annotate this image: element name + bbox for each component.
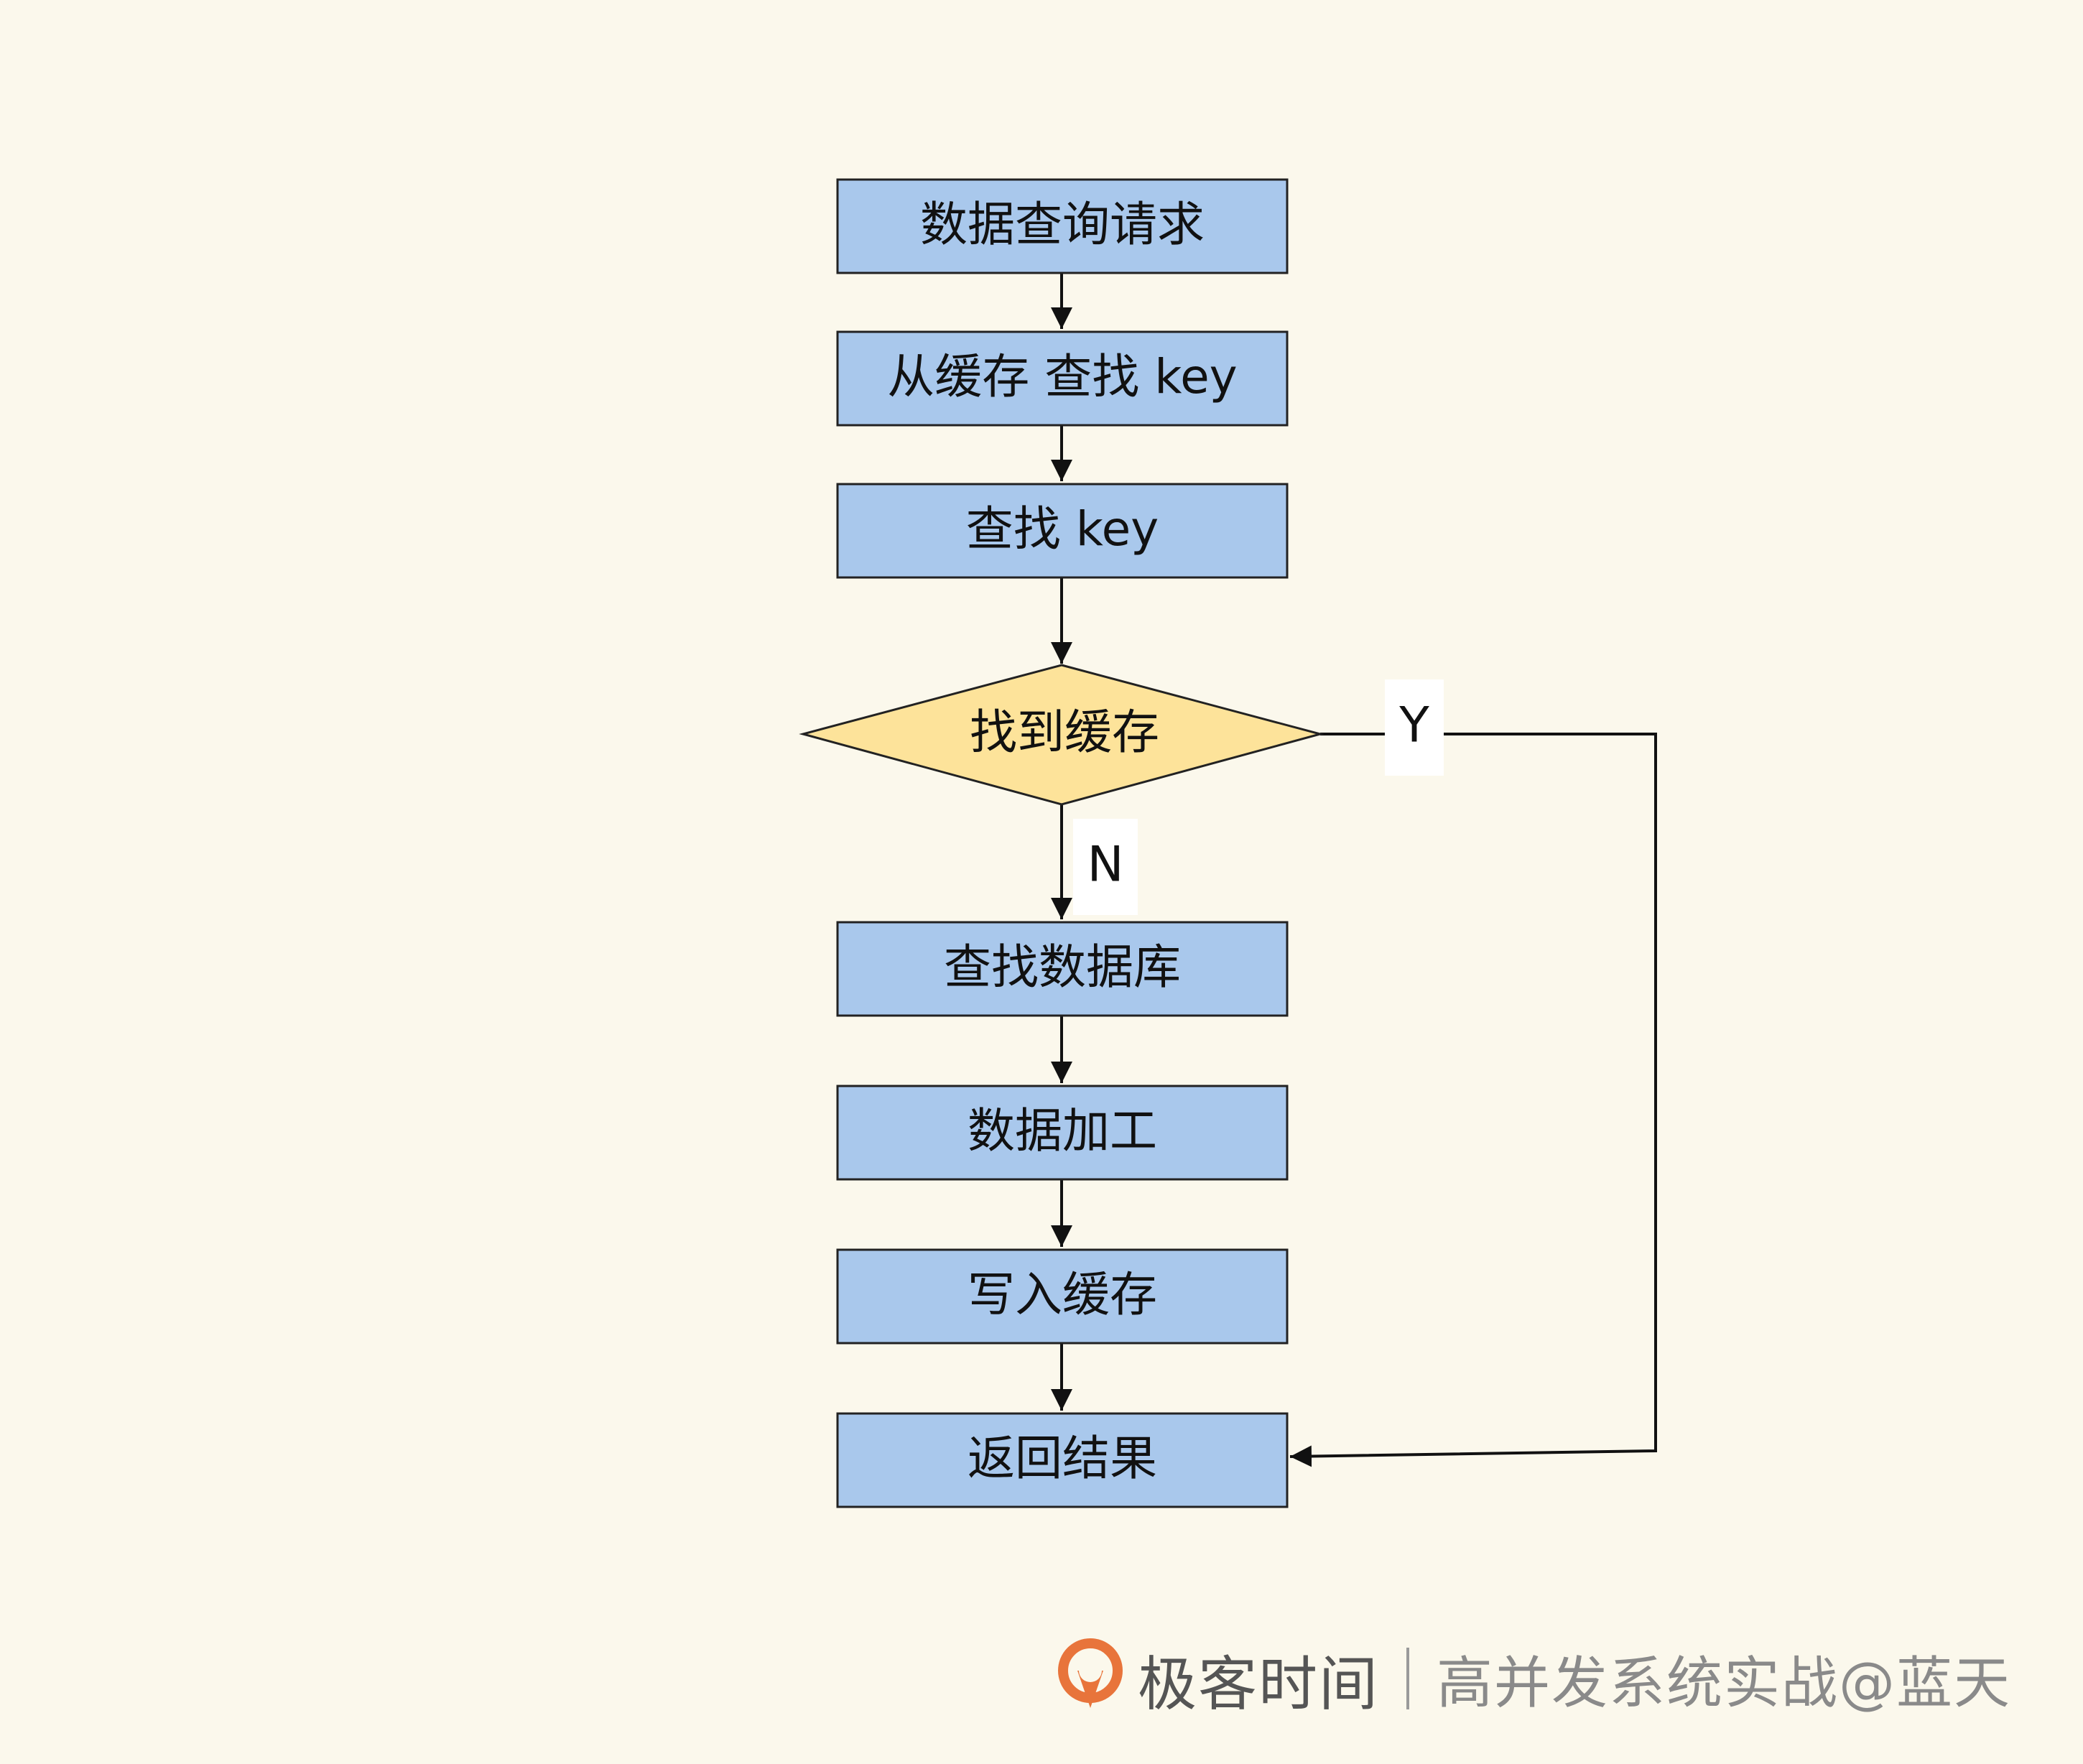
node-label-request: 数据查询请求 [920,197,1205,252]
footer-watermark: 极客时间 高并发系统实战@蓝天 [1056,1632,2011,1725]
footer-subtitle: 高并发系统实战@蓝天 [1437,1651,2012,1716]
process-node-process-data: 数据加工 [836,1085,1289,1181]
node-label-process-data: 数据加工 [968,1103,1157,1159]
edge-label-yes: Y [1385,679,1444,776]
edge-label-no: N [1073,819,1138,915]
node-label-db-lookup: 查找数据库 [944,939,1181,995]
footer-divider [1406,1648,1410,1709]
node-label-write-cache: 写入缓存 [968,1267,1157,1322]
process-node-return-result: 返回结果 [836,1412,1289,1508]
process-node-cache-lookup: 从缓存 查找 key [836,330,1289,427]
edge-label-yes-text: Y [1398,697,1429,754]
node-label-find-key: 查找 key [966,501,1159,557]
process-node-write-cache: 写入缓存 [836,1248,1289,1345]
node-label-cache-found: 找到缓存 [970,705,1159,760]
node-label-return-result: 返回结果 [968,1431,1157,1486]
decision-node-cache-found: 找到缓存 [799,664,1325,806]
edges [1051,273,1657,1467]
edge-label-no-text: N [1087,837,1124,893]
node-label-cache-lookup: 从缓存 查找 key [887,349,1238,404]
geekbang-logo-icon [1056,1638,1125,1719]
brand-name: 极客时间 [1138,1650,1380,1719]
edge-decision-yes-to-return-result [1289,733,1657,1467]
process-node-db-lookup: 查找数据库 [836,921,1289,1017]
process-node-request: 数据查询请求 [836,178,1289,274]
process-node-find-key: 查找 key [836,483,1289,579]
